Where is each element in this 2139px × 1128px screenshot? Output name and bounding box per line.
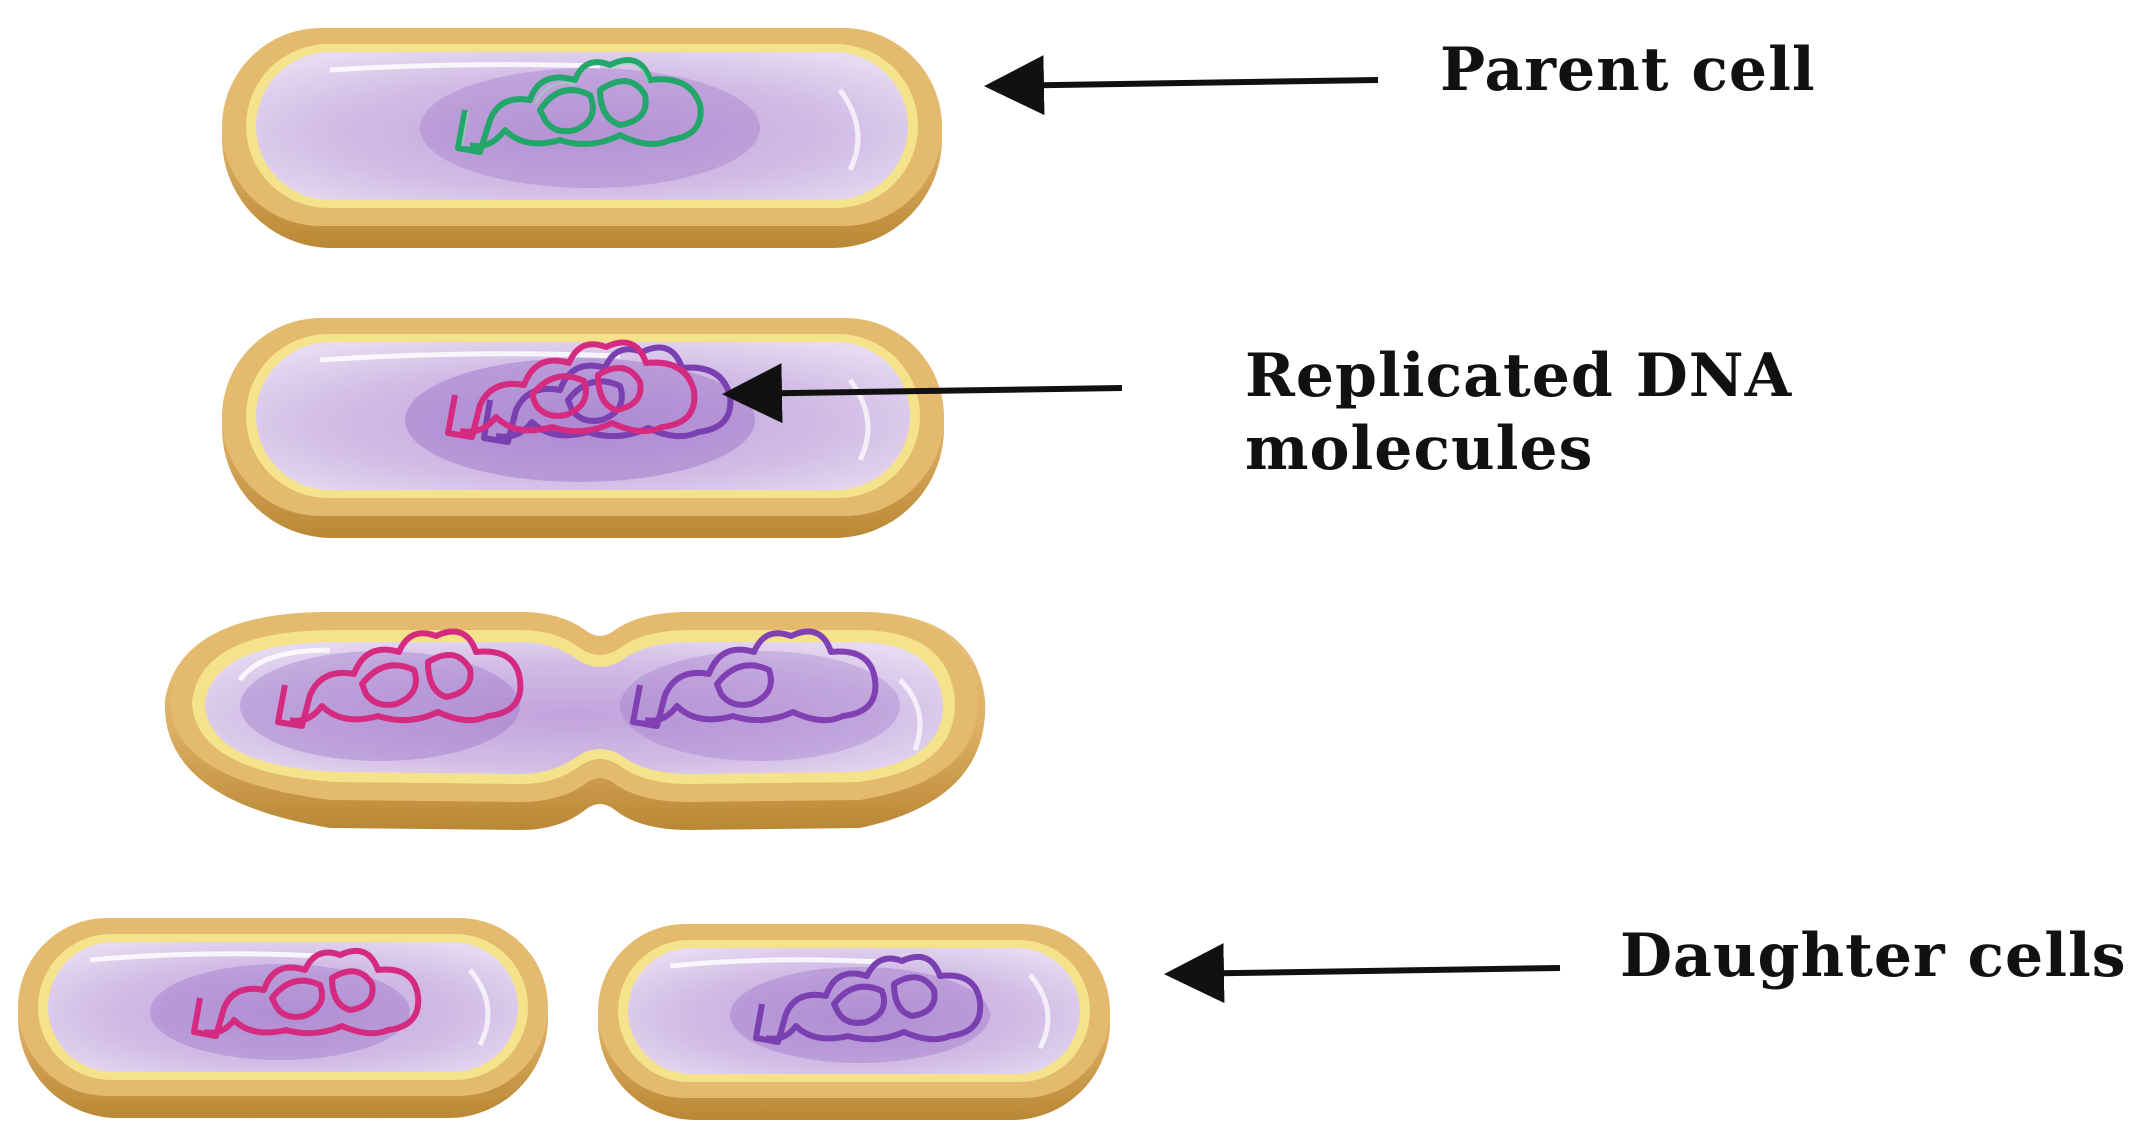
- daughter-cell-right: [598, 924, 1110, 1120]
- parent-cell: [222, 28, 942, 248]
- parent-cell-label: Parent cell: [1440, 34, 1816, 107]
- dividing-cell: [165, 612, 985, 830]
- replicated-dna-label: Replicated DNA molecules: [1245, 340, 1792, 486]
- replicating-cell: [222, 318, 944, 538]
- daughter-cells-arrow: [1170, 968, 1560, 974]
- daughter-cell-left: [18, 918, 548, 1118]
- daughter-cells-label: Daughter cells: [1620, 920, 2127, 993]
- parent-cell-arrow: [990, 80, 1378, 86]
- replicated-dna-label-line2: molecules: [1245, 413, 1792, 486]
- replicated-dna-label-line1: Replicated DNA: [1245, 340, 1792, 413]
